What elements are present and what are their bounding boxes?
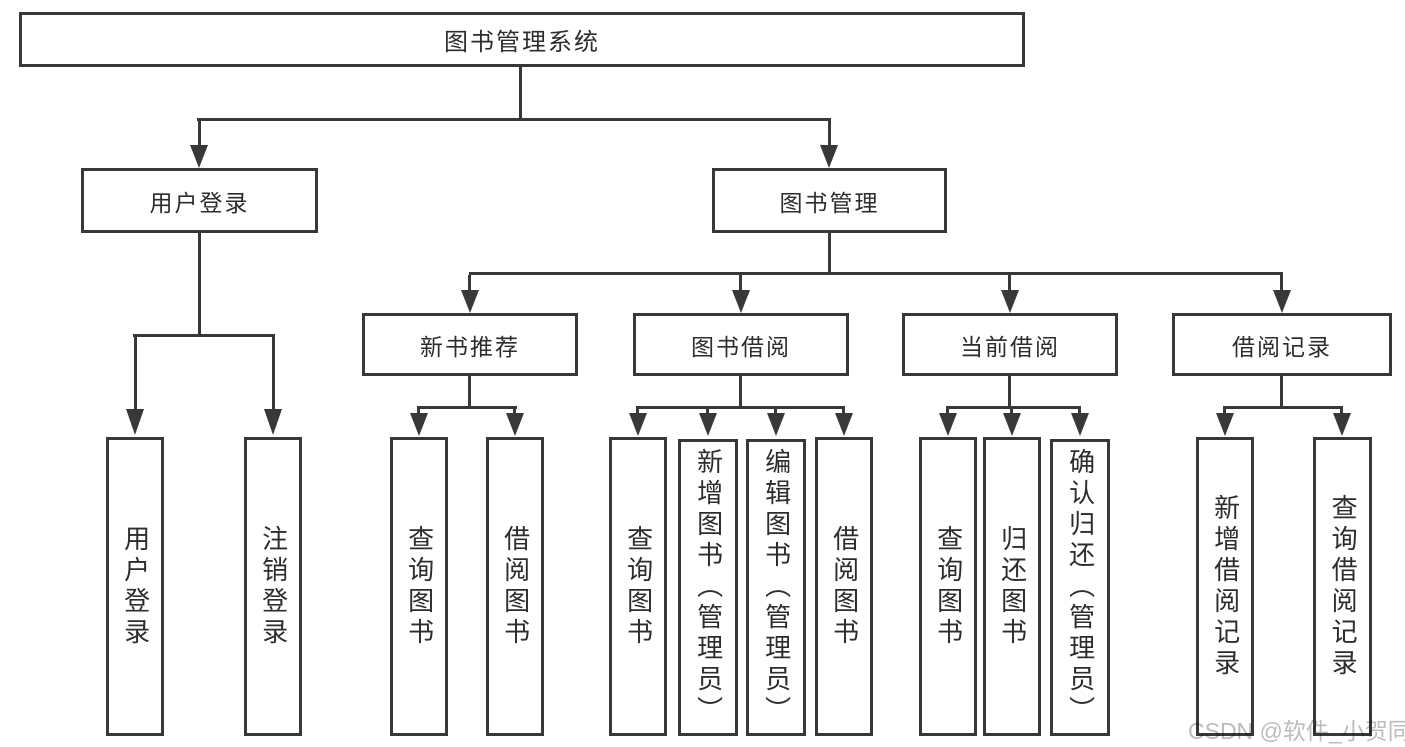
connector-stub	[1280, 376, 1283, 406]
leaf-borrow-books-label: 借阅图书	[829, 524, 860, 649]
leaf-add-books-admin: 新增图书（管理员）	[678, 439, 738, 736]
connector-rail	[1224, 406, 1343, 409]
connector-stub	[1008, 275, 1011, 291]
leaf-add-borrow-record: 新增借阅记录	[1196, 437, 1254, 736]
connector-stub	[198, 120, 201, 146]
node-user-login-label: 用户登录	[149, 189, 250, 216]
node-user-login: 用户登录	[81, 168, 318, 233]
arrowhead-down-icon	[506, 413, 524, 436]
connector-stub	[198, 233, 201, 334]
arrowhead-down-icon	[1216, 413, 1234, 436]
arrowhead-down-icon	[1071, 413, 1089, 436]
connector-stub	[513, 406, 516, 414]
node-current-borrowing: 当前借阅	[902, 313, 1118, 376]
leaf-query-borrow-record: 查询借阅记录	[1313, 437, 1372, 736]
connector-stub	[468, 376, 471, 406]
connector-stub	[272, 337, 275, 410]
arrowhead-down-icon	[629, 413, 647, 436]
connector-rail	[637, 406, 845, 409]
leaf-user-login: 用户登录	[106, 437, 164, 736]
connector-rail	[418, 406, 517, 409]
leaf-confirm-return-admin: 确认归还（管理员）	[1050, 439, 1110, 736]
leaf-query-books-borrowing-label: 查询图书	[623, 524, 654, 649]
arrowhead-down-icon	[410, 413, 428, 436]
arrowhead-down-icon	[264, 409, 282, 435]
connector-level2-rail	[469, 272, 1283, 275]
node-borrowing-records-label: 借阅记录	[1232, 333, 1332, 360]
node-current-borrowing-label: 当前借阅	[960, 333, 1060, 360]
connector-stub	[1008, 376, 1011, 406]
arrowhead-down-icon	[190, 145, 208, 168]
connector-stub	[1010, 406, 1013, 414]
node-new-book-recommendation: 新书推荐	[362, 313, 578, 376]
arrowhead-down-icon	[939, 413, 957, 436]
leaf-logout: 注销登录	[244, 437, 302, 736]
connector-stub	[828, 233, 831, 274]
arrowhead-down-icon	[126, 409, 144, 435]
leaf-query-books-borrowing: 查询图书	[609, 437, 667, 736]
leaf-return-books: 归还图书	[983, 437, 1041, 736]
connector-root-trunk	[519, 67, 522, 120]
leaf-logout-label: 注销登录	[258, 524, 289, 649]
arrowhead-down-icon	[1003, 413, 1021, 436]
leaf-edit-books-admin-label: 编辑图书（管理员）	[761, 448, 792, 727]
connector-stub	[706, 406, 709, 414]
node-new-book-recommendation-label: 新书推荐	[420, 333, 520, 360]
leaf-edit-books-admin: 编辑图书（管理员）	[746, 439, 806, 736]
leaf-add-books-admin-label: 新增图书（管理员）	[693, 448, 724, 727]
arrowhead-down-icon	[699, 413, 717, 436]
leaf-user-login-label: 用户登录	[120, 524, 151, 649]
arrowhead-down-icon	[732, 290, 750, 313]
node-book-borrowing-label: 图书借阅	[691, 333, 791, 360]
arrowhead-down-icon	[820, 145, 838, 168]
connector-stub	[739, 376, 742, 406]
leaf-return-books-label: 归还图书	[997, 524, 1028, 649]
connector-stub	[842, 406, 845, 414]
arrowhead-down-icon	[1333, 413, 1351, 436]
leaf-query-books-current: 查询图书	[919, 437, 977, 736]
leaf-query-books-recommend-label: 查询图书	[404, 524, 435, 649]
connector-stub	[636, 406, 639, 414]
connector-stub	[1340, 406, 1343, 414]
node-book-management-label: 图书管理	[779, 189, 880, 216]
connector-stub	[739, 275, 742, 291]
leaf-add-borrow-record-label: 新增借阅记录	[1210, 493, 1241, 680]
connector-stub	[946, 406, 949, 414]
leaf-query-borrow-record-label: 查询借阅记录	[1328, 493, 1359, 680]
connector-stub	[417, 406, 420, 414]
connector-stub	[1280, 275, 1283, 291]
node-book-management: 图书管理	[712, 168, 947, 233]
connector-stub	[1223, 406, 1226, 414]
arrowhead-down-icon	[1001, 290, 1019, 313]
leaf-query-books-current-label: 查询图书	[933, 524, 964, 649]
connector-stub	[828, 120, 831, 146]
connector-stub	[468, 275, 471, 291]
node-borrowing-records: 借阅记录	[1172, 313, 1392, 376]
connector-rail	[133, 334, 275, 337]
leaf-borrow-books: 借阅图书	[815, 437, 873, 736]
connector-stub	[134, 337, 137, 410]
node-library-system: 图书管理系统	[19, 12, 1025, 67]
leaf-query-books-recommend: 查询图书	[390, 437, 448, 736]
connector-stub	[1078, 406, 1081, 414]
leaf-borrow-books-recommend: 借阅图书	[486, 437, 544, 736]
node-book-borrowing: 图书借阅	[633, 313, 849, 376]
watermark: CSDN @软件_小贺同学	[1188, 718, 1405, 744]
leaf-borrow-books-recommend-label: 借阅图书	[500, 524, 531, 649]
connector-rail	[946, 406, 1080, 409]
arrowhead-down-icon	[835, 413, 853, 436]
connector-level1-rail	[197, 118, 831, 121]
node-library-system-label: 图书管理系统	[444, 29, 600, 56]
arrowhead-down-icon	[461, 290, 479, 313]
arrowhead-down-icon	[1273, 290, 1291, 313]
arrowhead-down-icon	[767, 413, 785, 436]
leaf-confirm-return-admin-label: 确认归还（管理员）	[1065, 448, 1096, 727]
connector-stub	[774, 406, 777, 414]
